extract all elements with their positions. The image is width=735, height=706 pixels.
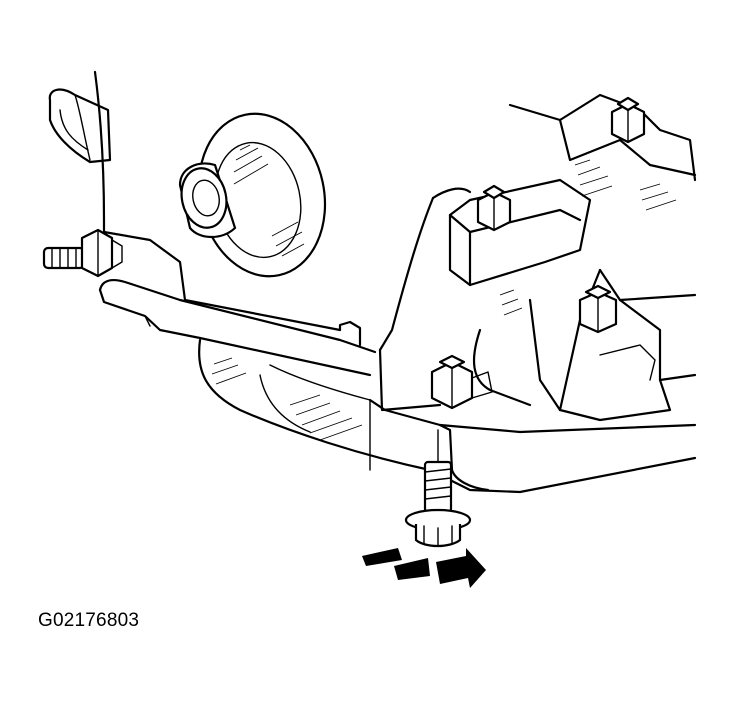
bracket-bolt-lower [430,354,493,410]
bracket-bolt-upper-right [610,96,646,144]
drain-plug-bolt [404,429,472,548]
figure-id-label: G02176803 [38,610,140,631]
oil-pan-gasket-flange [98,279,377,377]
engine-mount-bracket [448,93,697,422]
left-bracket [48,88,112,164]
bracket-bolt-upper [476,184,512,232]
crankshaft-hub [178,112,327,278]
direction-arrow [362,548,486,588]
bracket-bolt-middle [578,284,618,334]
left-stud-bolt [42,228,123,278]
engine-block [93,70,472,412]
